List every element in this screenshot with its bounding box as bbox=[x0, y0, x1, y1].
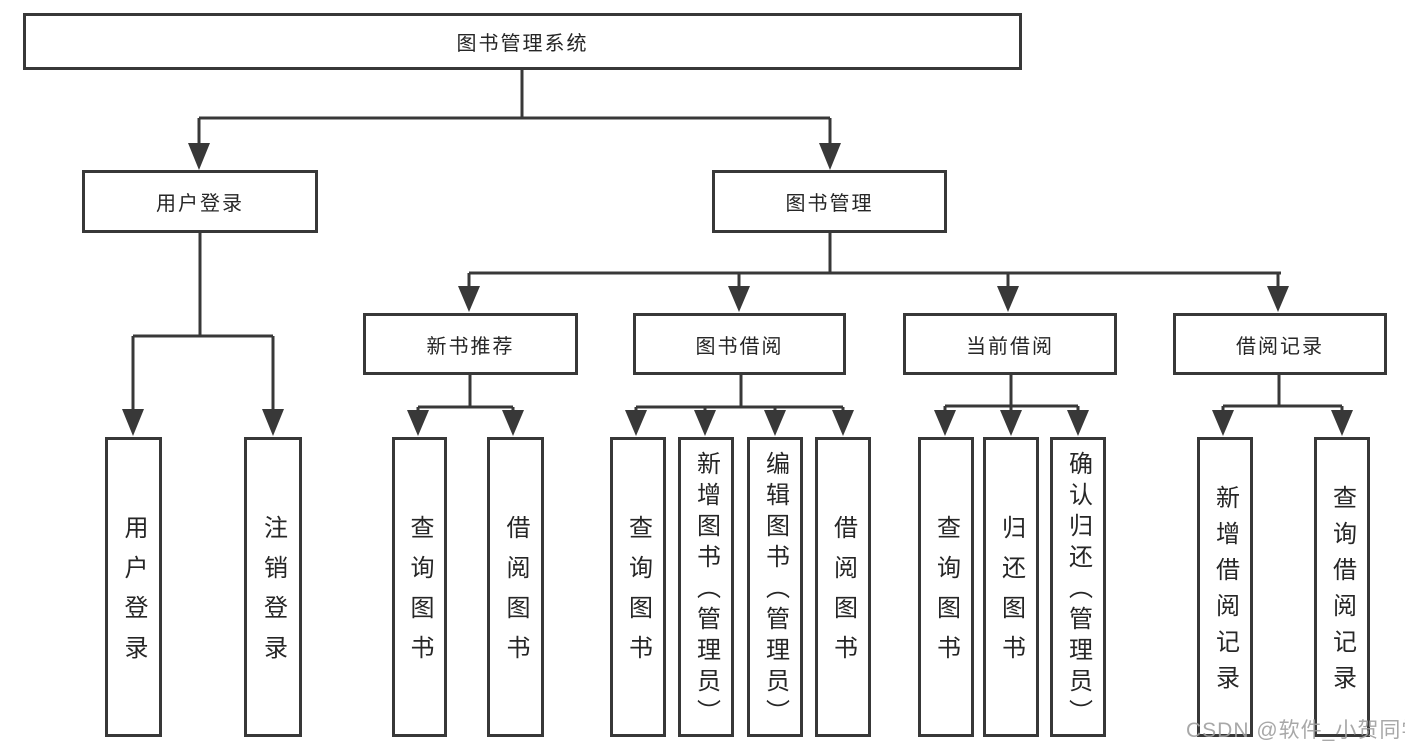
leaf-query-books-recommend: 查询图书 bbox=[392, 437, 447, 737]
leaf-query-books-borrow: 查询图书 bbox=[610, 437, 666, 737]
leaf-borrow-books: 借阅图书 bbox=[815, 437, 871, 737]
leaf-label: 确认归还（管理员） bbox=[1064, 451, 1092, 730]
leaf-label: 查询图书 bbox=[932, 515, 960, 675]
leaf-user-login: 用户登录 bbox=[105, 437, 162, 737]
node-book-borrow: 图书借阅 bbox=[633, 313, 846, 375]
leaf-label: 查询图书 bbox=[406, 515, 433, 675]
leaf-edit-books-admin: 编辑图书（管理员） bbox=[747, 437, 803, 737]
leaf-borrow-books-recommend: 借阅图书 bbox=[487, 437, 544, 737]
leaf-label: 编辑图书（管理员） bbox=[761, 451, 789, 730]
leaf-query-books-current: 查询图书 bbox=[918, 437, 974, 737]
arrowhead-icons bbox=[122, 143, 1353, 436]
node-borrow-records: 借阅记录 bbox=[1173, 313, 1387, 375]
leaf-label: 借阅图书 bbox=[502, 515, 529, 675]
node-library-system: 图书管理系统 bbox=[23, 13, 1022, 70]
leaf-label: 注销登录 bbox=[259, 515, 287, 675]
leaf-label: 新增图书（管理员） bbox=[692, 451, 720, 730]
leaf-add-borrow-record: 新增借阅记录 bbox=[1197, 437, 1253, 737]
leaf-return-books: 归还图书 bbox=[983, 437, 1039, 737]
leaf-logout: 注销登录 bbox=[244, 437, 302, 737]
leaf-label: 新增借阅记录 bbox=[1211, 485, 1239, 701]
leaf-label: 归还图书 bbox=[997, 515, 1025, 675]
node-book-management: 图书管理 bbox=[712, 170, 947, 233]
node-current-borrow: 当前借阅 bbox=[903, 313, 1117, 375]
leaf-add-books-admin: 新增图书（管理员） bbox=[678, 437, 734, 737]
node-new-book-recommend: 新书推荐 bbox=[363, 313, 578, 375]
leaf-label: 借阅图书 bbox=[829, 515, 857, 675]
leaf-label: 用户登录 bbox=[120, 515, 147, 675]
node-user-login: 用户登录 bbox=[82, 170, 318, 233]
leaf-confirm-return-admin: 确认归还（管理员） bbox=[1050, 437, 1106, 737]
csdn-watermark: CSDN @软件_小贺同学 bbox=[1186, 719, 1405, 742]
leaf-label: 查询图书 bbox=[624, 515, 652, 675]
leaf-query-borrow-record: 查询借阅记录 bbox=[1314, 437, 1370, 737]
leaf-label: 查询借阅记录 bbox=[1328, 485, 1356, 701]
